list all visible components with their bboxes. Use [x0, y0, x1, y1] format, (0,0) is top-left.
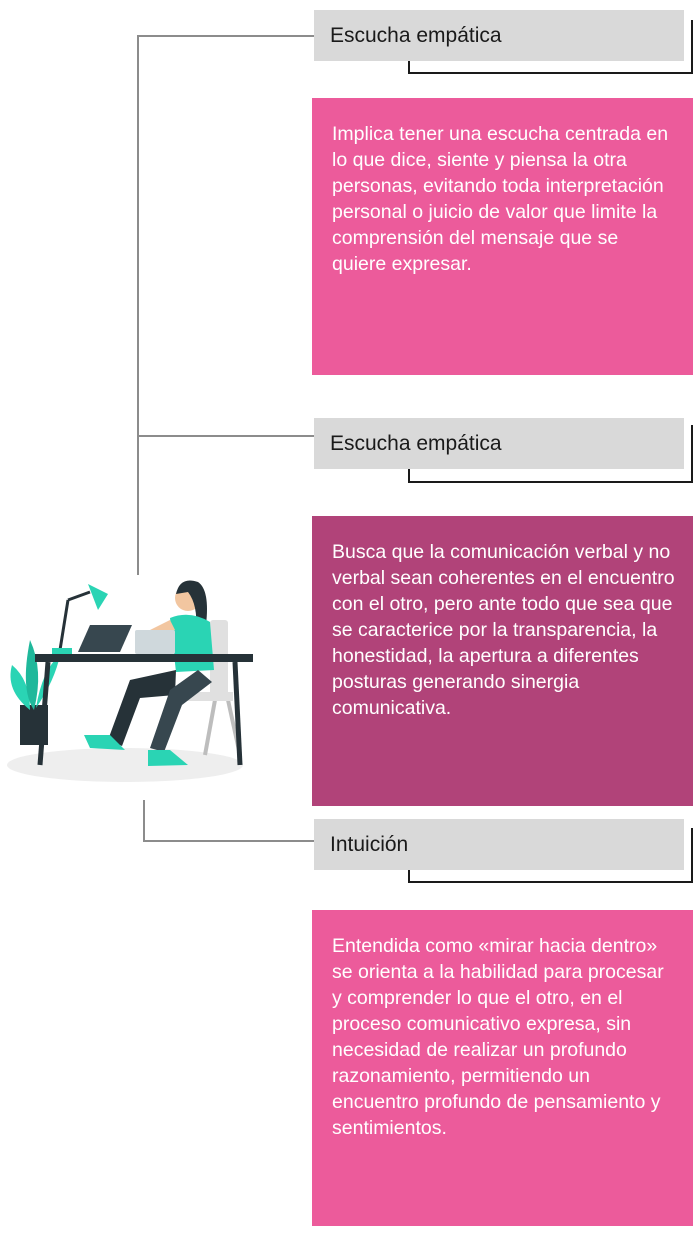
item-title-text-2: Escucha empática — [330, 432, 502, 455]
item-title-1: Escucha empática — [314, 10, 684, 61]
item-description-text-1: Implica tener una escucha centrada en lo… — [332, 123, 669, 275]
lamp-base — [52, 648, 72, 654]
item-description-2: Busca que la comunicación verbal y no ve… — [312, 516, 693, 806]
woman-at-desk-illustration — [7, 580, 253, 782]
item-description-1: Implica tener una escucha centrada en lo… — [312, 98, 693, 375]
laptop — [135, 630, 175, 654]
connector-horizontal-2 — [137, 435, 314, 437]
chair-leg-1 — [203, 699, 217, 756]
desk-leg-left — [37, 661, 51, 766]
floor-shadow — [7, 748, 243, 782]
item-description-text-3: Entendida como «mirar hacia dentro» se o… — [332, 935, 664, 1139]
item-description-3: Entendida como «mirar hacia dentro» se o… — [312, 910, 693, 1226]
item-description-text-2: Busca que la comunicación verbal y no ve… — [332, 541, 675, 719]
plant-leaf-1 — [10, 665, 30, 710]
shoe-left — [84, 735, 125, 750]
chair-seat — [178, 692, 233, 701]
desk-leg-right — [232, 661, 243, 766]
lamp-arm — [58, 599, 70, 651]
shoe-right — [148, 750, 188, 766]
connector-horizontal-1 — [137, 35, 314, 37]
monitor — [78, 625, 132, 652]
woman-torso — [170, 614, 214, 672]
item-title-text-1: Escucha empática — [330, 24, 502, 47]
lamp-arm-2 — [67, 590, 91, 602]
connector-vertical-bottom — [143, 800, 145, 842]
connector-horizontal-3 — [143, 840, 314, 842]
item-title-3: Intuición — [314, 819, 684, 870]
woman-legs — [108, 670, 176, 746]
connector-vertical-top — [137, 35, 139, 575]
item-title-text-3: Intuición — [330, 833, 409, 856]
woman-legs-2 — [150, 670, 212, 752]
desk-top — [35, 654, 253, 662]
lamp-head — [88, 584, 108, 610]
item-title-2: Escucha empática — [314, 418, 684, 469]
